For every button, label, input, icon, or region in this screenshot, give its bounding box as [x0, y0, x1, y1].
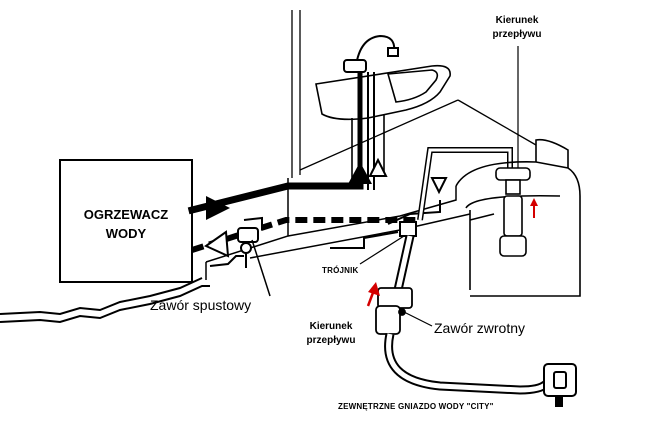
- flow-direction-bottom-line1: Kierunek: [309, 321, 353, 332]
- wash-basin: [315, 64, 451, 182]
- external-socket-label: ZEWNĘTRZNE GNIAZDO WODY "CITY": [338, 402, 494, 411]
- fill-valve: [469, 167, 531, 257]
- check-valve-leader: [399, 309, 433, 327]
- hose-to-check-valve: [393, 235, 415, 291]
- drain-valve: [237, 216, 263, 268]
- check-valve-label: Zawór zwrotny: [434, 320, 526, 336]
- upward-flow-arrow-icon: [348, 162, 372, 184]
- check-valve: [375, 287, 413, 335]
- hose-to-socket: [384, 333, 550, 395]
- tank-flow-arrow-icon: [430, 177, 448, 195]
- heater-label: OGRZEWACZ WODY: [60, 205, 192, 243]
- hose-red-arrow-icon: [366, 282, 380, 307]
- tee-fitting: [399, 221, 417, 237]
- flow-direction-label-bottom: Kierunek przepływu: [298, 320, 364, 348]
- drain-valve-leader: [251, 239, 271, 297]
- faucet: [343, 34, 399, 73]
- external-socket: [543, 363, 577, 407]
- drain-valve-label: Zawór spustowy: [150, 297, 252, 313]
- water-heater-box: [59, 159, 193, 283]
- tee-label: TRÓJNIK: [322, 266, 359, 275]
- heater-label-line2: WODY: [105, 226, 147, 241]
- hot-flow-arrow-icon: [206, 196, 230, 220]
- tee-leader: [359, 235, 405, 265]
- broken-wall-outline: [0, 200, 441, 324]
- flow-direction-top-line1: Kierunek: [495, 15, 539, 26]
- return-flow-arrow-icon: [203, 230, 230, 258]
- basin-flow-arrow-icon: [368, 157, 388, 177]
- flow-direction-top-line2: przepływu: [492, 29, 542, 40]
- toilet-tank: [455, 138, 581, 297]
- tank-red-arrow-icon: [530, 198, 538, 218]
- tank-feed-pipe: [417, 147, 513, 221]
- wall-outline: [291, 10, 537, 178]
- flow-direction-label-top: Kierunek przepływu: [484, 14, 550, 42]
- heater-label-line1: OGRZEWACZ: [83, 207, 169, 222]
- flow-direction-bottom-line2: przepływu: [306, 335, 356, 346]
